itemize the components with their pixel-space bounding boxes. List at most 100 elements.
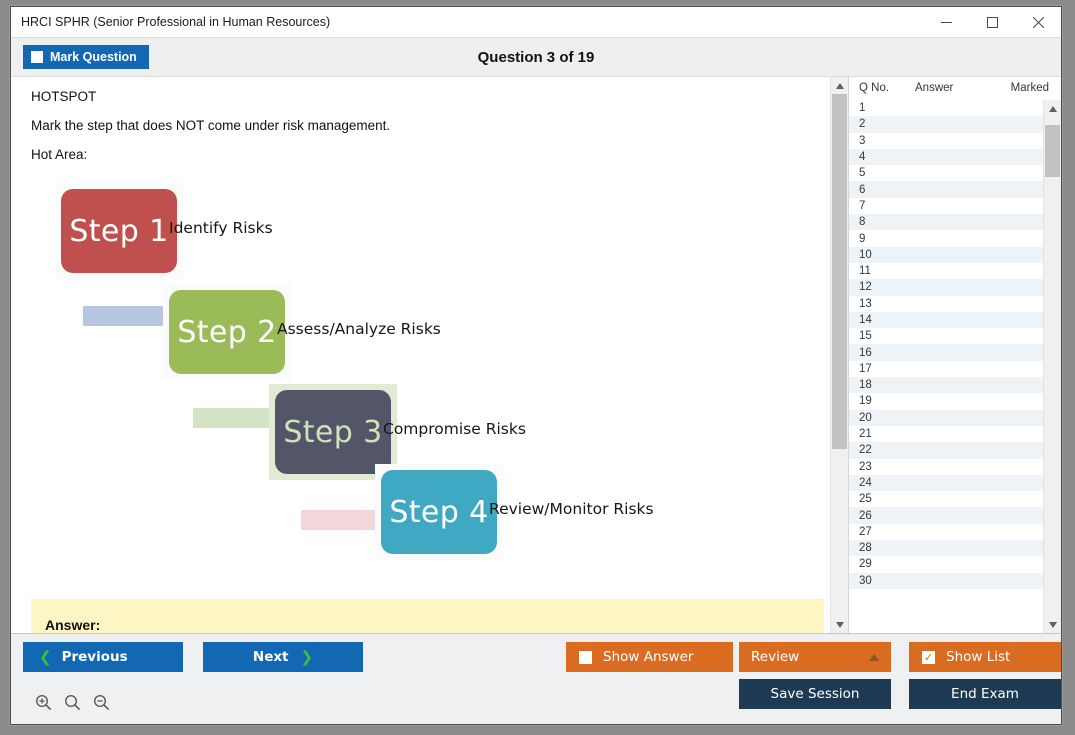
scroll-up-icon[interactable] bbox=[831, 77, 848, 94]
table-row[interactable]: 25 bbox=[849, 491, 1043, 508]
column-header-marked: Marked bbox=[1010, 82, 1049, 94]
step-4-box[interactable]: Step 4 bbox=[381, 470, 497, 554]
exam-body: HOTSPOT Mark the step that does NOT come… bbox=[11, 77, 1061, 634]
table-row[interactable]: 13 bbox=[849, 295, 1043, 312]
table-row[interactable]: 1 bbox=[849, 100, 1043, 117]
table-row[interactable]: 22 bbox=[849, 442, 1043, 459]
end-exam-button[interactable]: End Exam bbox=[909, 679, 1061, 709]
row-question-number: 10 bbox=[859, 248, 872, 261]
table-row[interactable]: 29 bbox=[849, 556, 1043, 573]
zoom-in-icon[interactable] bbox=[33, 692, 53, 712]
table-row[interactable]: 14 bbox=[849, 311, 1043, 329]
mark-question-checkbox[interactable] bbox=[31, 51, 43, 63]
step-2-box[interactable]: Step 2 bbox=[169, 290, 285, 374]
table-row[interactable]: 28 bbox=[849, 540, 1043, 557]
table-row[interactable]: 21 bbox=[849, 425, 1043, 443]
maximize-icon[interactable] bbox=[969, 7, 1015, 37]
previous-button[interactable]: ❮ Previous bbox=[23, 642, 183, 672]
table-row[interactable]: 27 bbox=[849, 523, 1043, 541]
row-question-number: 23 bbox=[859, 460, 872, 473]
step-4-box-label: Step 4 bbox=[389, 494, 489, 530]
previous-label: Previous bbox=[61, 649, 128, 665]
table-row[interactable]: 9 bbox=[849, 230, 1043, 247]
table-row[interactable]: 26 bbox=[849, 507, 1043, 524]
step-3-box-label: Step 3 bbox=[283, 414, 383, 450]
column-header-answer: Answer bbox=[915, 82, 954, 94]
title-bar: HRCI SPHR (Senior Professional in Human … bbox=[11, 7, 1061, 38]
table-row[interactable]: 10 bbox=[849, 246, 1043, 263]
zoom-out-icon[interactable] bbox=[91, 692, 111, 712]
save-session-button[interactable]: Save Session bbox=[739, 679, 891, 709]
table-row[interactable]: 16 bbox=[849, 344, 1043, 361]
table-row[interactable]: 30 bbox=[849, 572, 1043, 589]
table-row[interactable]: 11 bbox=[849, 262, 1043, 280]
question-prompt: Mark the step that does NOT come under r… bbox=[31, 118, 391, 133]
window-controls bbox=[923, 7, 1061, 37]
save-session-label: Save Session bbox=[770, 686, 860, 702]
step-3-label: Compromise Risks bbox=[383, 420, 526, 438]
table-row[interactable]: 7 bbox=[849, 197, 1043, 215]
show-answer-label: Show Answer bbox=[603, 649, 694, 665]
scroll-down-icon[interactable] bbox=[831, 616, 848, 633]
list-scroll-up-icon[interactable] bbox=[1044, 100, 1061, 117]
row-question-number: 28 bbox=[859, 542, 872, 555]
table-row[interactable]: 18 bbox=[849, 377, 1043, 394]
row-question-number: 4 bbox=[859, 151, 866, 164]
list-scroll-track[interactable] bbox=[1044, 117, 1061, 616]
row-question-number: 13 bbox=[859, 297, 872, 310]
table-row[interactable]: 20 bbox=[849, 409, 1043, 426]
hot-area-label: Hot Area: bbox=[31, 147, 88, 162]
table-row[interactable]: 17 bbox=[849, 360, 1043, 378]
show-list-button[interactable]: ✓ Show List bbox=[909, 642, 1061, 672]
chevron-right-icon: ❯ bbox=[300, 648, 314, 666]
show-list-label: Show List bbox=[946, 649, 1011, 665]
show-answer-checkbox[interactable] bbox=[579, 650, 592, 664]
table-row[interactable]: 23 bbox=[849, 458, 1043, 475]
table-row[interactable]: 6 bbox=[849, 181, 1043, 198]
row-question-number: 1 bbox=[859, 102, 866, 115]
row-question-number: 7 bbox=[859, 199, 866, 212]
content-scroll-thumb[interactable] bbox=[832, 94, 847, 449]
step-1-box-label: Step 1 bbox=[69, 213, 169, 249]
question-list-scrollbar[interactable] bbox=[1043, 100, 1061, 633]
next-label: Next bbox=[252, 649, 289, 665]
table-row[interactable]: 12 bbox=[849, 279, 1043, 296]
table-row[interactable]: 15 bbox=[849, 328, 1043, 345]
show-answer-button[interactable]: Show Answer bbox=[566, 642, 733, 672]
minimize-icon[interactable] bbox=[923, 7, 969, 37]
review-dropdown[interactable]: Review bbox=[739, 642, 891, 672]
table-row[interactable]: 2 bbox=[849, 116, 1043, 133]
row-question-number: 19 bbox=[859, 395, 872, 408]
list-scroll-thumb[interactable] bbox=[1045, 125, 1060, 177]
row-question-number: 9 bbox=[859, 232, 866, 245]
zoom-controls bbox=[33, 692, 111, 712]
close-icon[interactable] bbox=[1015, 7, 1061, 37]
table-row[interactable]: 5 bbox=[849, 165, 1043, 182]
content-scroll-track[interactable] bbox=[831, 94, 848, 616]
table-row[interactable]: 8 bbox=[849, 214, 1043, 231]
table-row[interactable]: 4 bbox=[849, 148, 1043, 166]
table-row[interactable]: 19 bbox=[849, 393, 1043, 410]
next-button[interactable]: Next ❯ bbox=[203, 642, 363, 672]
zoom-reset-icon[interactable] bbox=[62, 692, 82, 712]
review-label: Review bbox=[751, 649, 800, 665]
question-list-header: Q No. Answer Marked bbox=[849, 77, 1061, 100]
page-title: Question 3 of 19 bbox=[477, 48, 595, 66]
step-2-label: Assess/Analyze Risks bbox=[277, 320, 441, 338]
mark-question-button[interactable]: Mark Question bbox=[23, 45, 149, 69]
step-3-box[interactable]: Step 3 bbox=[275, 390, 391, 474]
table-row[interactable]: 3 bbox=[849, 132, 1043, 149]
step-1-box[interactable]: Step 1 bbox=[61, 189, 177, 273]
show-list-checkbox[interactable]: ✓ bbox=[922, 650, 935, 664]
list-scroll-down-icon[interactable] bbox=[1044, 616, 1061, 633]
window-title: HRCI SPHR (Senior Professional in Human … bbox=[21, 15, 331, 29]
answer-section: Answer: bbox=[31, 599, 824, 633]
column-header-q-no: Q No. bbox=[859, 82, 890, 94]
row-question-number: 16 bbox=[859, 346, 872, 359]
table-row[interactable]: 24 bbox=[849, 474, 1043, 492]
question-type-label: HOTSPOT bbox=[31, 89, 97, 104]
content-scrollbar[interactable] bbox=[830, 77, 848, 633]
